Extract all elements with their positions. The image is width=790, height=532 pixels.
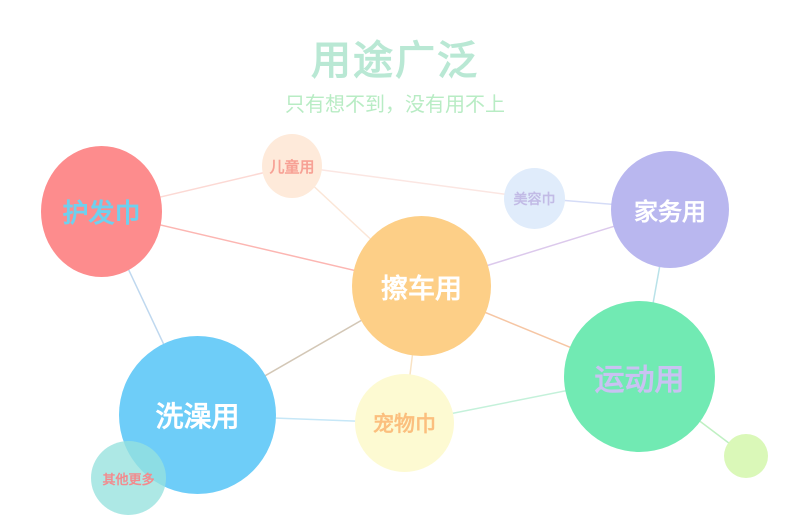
bubble-car-wash: 擦车用	[352, 216, 491, 356]
bubble-more-label: 其他更多	[102, 472, 155, 488]
page-title: 用途广泛	[311, 38, 479, 84]
bubble-beauty-towel-label: 美容巾	[513, 191, 556, 208]
line-kids-beauty	[291, 165, 535, 199]
bubble-kids: 儿童用	[262, 134, 322, 198]
bubble-more: 其他更多	[91, 441, 166, 515]
decorative-dot	[724, 434, 768, 478]
page-subtitle: 只有想不到，没有用不上	[285, 92, 505, 116]
bubble-pet-towel: 宠物巾	[355, 374, 454, 472]
bubble-housework-label: 家务用	[634, 198, 706, 226]
bubble-hair-towel-label: 护发巾	[62, 199, 141, 229]
bubble-sports-label: 运动用	[594, 362, 685, 398]
bubble-kids-label: 儿童用	[269, 157, 315, 176]
bubble-beauty-towel: 美容巾	[504, 168, 565, 229]
bubble-pet-towel-label: 宠物巾	[373, 412, 436, 436]
bubble-hair-towel: 护发巾	[41, 146, 162, 277]
bubble-housework: 家务用	[611, 151, 729, 268]
bubble-bath-label: 洗澡用	[155, 400, 240, 433]
bubble-car-wash-label: 擦车用	[381, 273, 462, 305]
bubble-sports: 运动用	[564, 301, 715, 452]
